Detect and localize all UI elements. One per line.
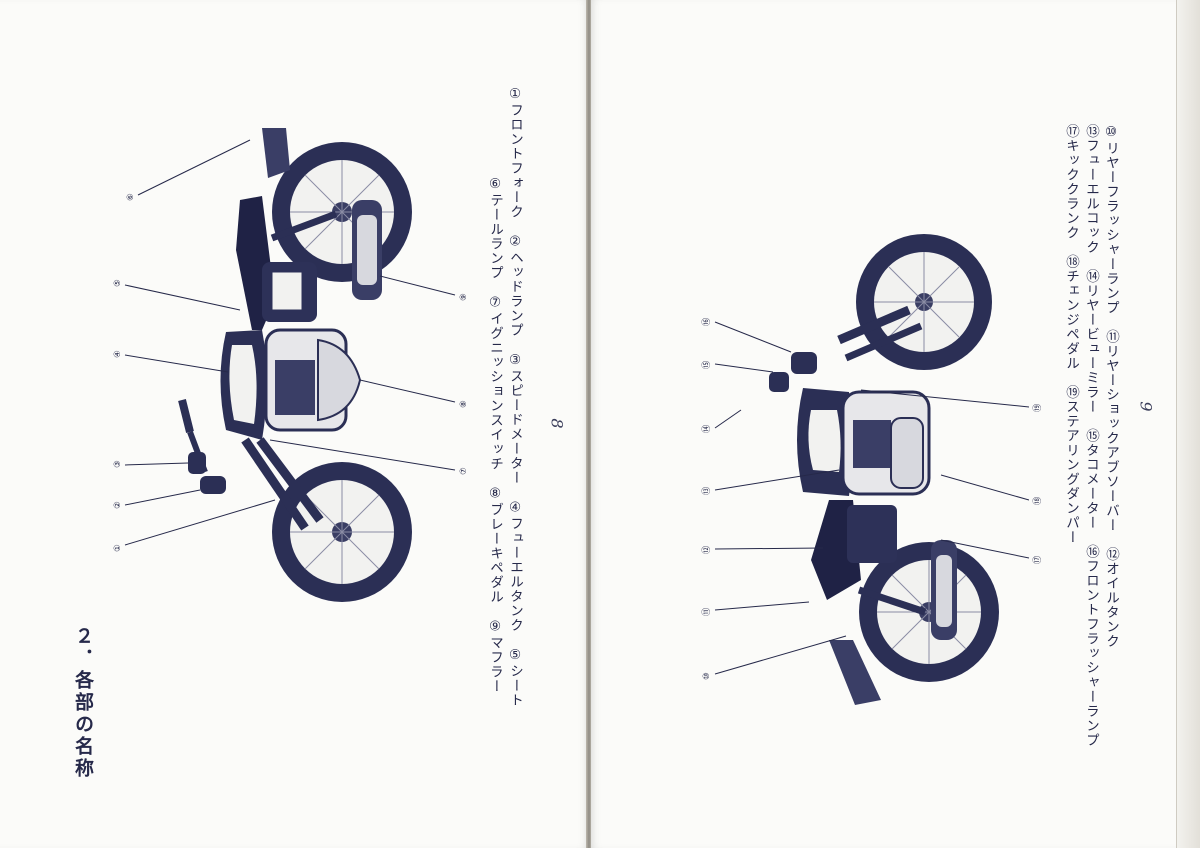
marker-10: ⑩ <box>698 668 714 684</box>
caption-line-1: ①フロントフォーク ②ヘッドランプ ③スピードメーター ④フューエルタンク ⑤シ… <box>507 86 523 708</box>
svg-text:①: ① <box>113 544 123 552</box>
marker-6: ⑥ <box>123 190 137 204</box>
svg-text:⑩: ⑩ <box>702 672 712 680</box>
caption-line-10-12: ⑩リヤーフラッシャーランプ ⑪リヤーショックアブソーバー ⑫オイルタンク <box>1103 124 1119 649</box>
marker-4: ④ <box>110 347 124 361</box>
svg-text:⑰: ⑰ <box>1033 555 1043 564</box>
page-number-left: 8 <box>547 418 567 429</box>
caption-line-17-19: ⑰キッククランク ⑱チェンジペダル ⑲ステアリングダンパー <box>1063 124 1079 545</box>
left-page: ① ② ③ ④ ⑤ ⑥ ⑦ ⑧ ⑨ ２．各部の名称 ①フロントフォーク ②ヘッド… <box>0 0 588 848</box>
book-gutter <box>586 0 592 848</box>
motorcycle-side-view-left: ① ② ③ ④ ⑤ ⑥ ⑦ ⑧ ⑨ <box>110 128 470 602</box>
svg-text:⑱: ⑱ <box>1033 496 1043 505</box>
part-markers-right: ⑩ ⑪ ⑫ ⑬ ⑭ ⑮ ⑯ ⑰ ⑱ ⑲ <box>698 314 1045 684</box>
marker-9: ⑨ <box>456 290 470 304</box>
marker-13: ⑬ <box>698 483 714 499</box>
marker-14: ⑭ <box>698 421 714 437</box>
marker-12: ⑫ <box>698 542 714 558</box>
svg-text:⑭: ⑭ <box>702 424 712 433</box>
marker-3: ③ <box>110 457 124 471</box>
svg-text:⑲: ⑲ <box>1033 403 1043 412</box>
right-page: ⑩ ⑪ ⑫ ⑬ ⑭ ⑮ ⑯ ⑰ ⑱ ⑲ ⑩リヤーフラッシャーランプ ⑪リヤーショ… <box>591 0 1200 848</box>
svg-text:⑫: ⑫ <box>702 545 712 554</box>
svg-text:⑯: ⑯ <box>702 317 712 326</box>
marker-1: ① <box>110 541 124 555</box>
marker-2: ② <box>110 498 124 512</box>
motorcycle-body-right <box>769 305 957 705</box>
motorcycle-body <box>178 128 382 531</box>
svg-text:⑥: ⑥ <box>126 193 136 201</box>
marker-11: ⑪ <box>698 604 714 620</box>
rear-wheel <box>272 142 412 282</box>
svg-text:⑦: ⑦ <box>459 467 469 475</box>
svg-text:⑬: ⑬ <box>702 486 712 495</box>
marker-5: ⑤ <box>110 276 124 290</box>
marker-19: ⑲ <box>1029 400 1045 416</box>
svg-text:⑤: ⑤ <box>113 279 123 287</box>
page-number-right: 9 <box>1136 401 1156 412</box>
svg-text:⑧: ⑧ <box>459 400 469 408</box>
page-edge-strip <box>1176 0 1200 848</box>
part-markers-left: ① ② ③ ④ ⑤ ⑥ ⑦ ⑧ ⑨ <box>110 190 470 555</box>
leader-lines-right <box>714 321 1030 675</box>
marker-7: ⑦ <box>456 464 470 478</box>
svg-text:④: ④ <box>113 350 123 358</box>
caption-line-2: ⑥テールランプ ⑦イグニッションスイッチ ⑧ブレーキペダル ⑨マフラー <box>487 176 503 694</box>
caption-line-13-16: ⑬フューエルコック ⑭リヤービューミラー ⑮タコメーター ⑯フロントフラッシャー… <box>1083 124 1099 748</box>
svg-text:⑪: ⑪ <box>702 607 712 616</box>
marker-15: ⑮ <box>698 357 714 373</box>
marker-8: ⑧ <box>456 397 470 411</box>
svg-text:⑨: ⑨ <box>459 293 469 301</box>
section-heading: ２．各部の名称 <box>72 626 94 780</box>
leader-lines <box>124 139 456 546</box>
marker-18: ⑱ <box>1029 493 1045 509</box>
svg-text:③: ③ <box>113 460 123 468</box>
motorcycle-side-view-right: ⑩ ⑪ ⑫ ⑬ ⑭ ⑮ ⑯ ⑰ ⑱ ⑲ <box>698 234 1045 705</box>
svg-text:②: ② <box>113 501 123 509</box>
marker-17: ⑰ <box>1029 552 1045 568</box>
svg-text:⑮: ⑮ <box>702 360 712 369</box>
marker-16: ⑯ <box>698 314 714 330</box>
front-wheel-right <box>856 234 992 370</box>
